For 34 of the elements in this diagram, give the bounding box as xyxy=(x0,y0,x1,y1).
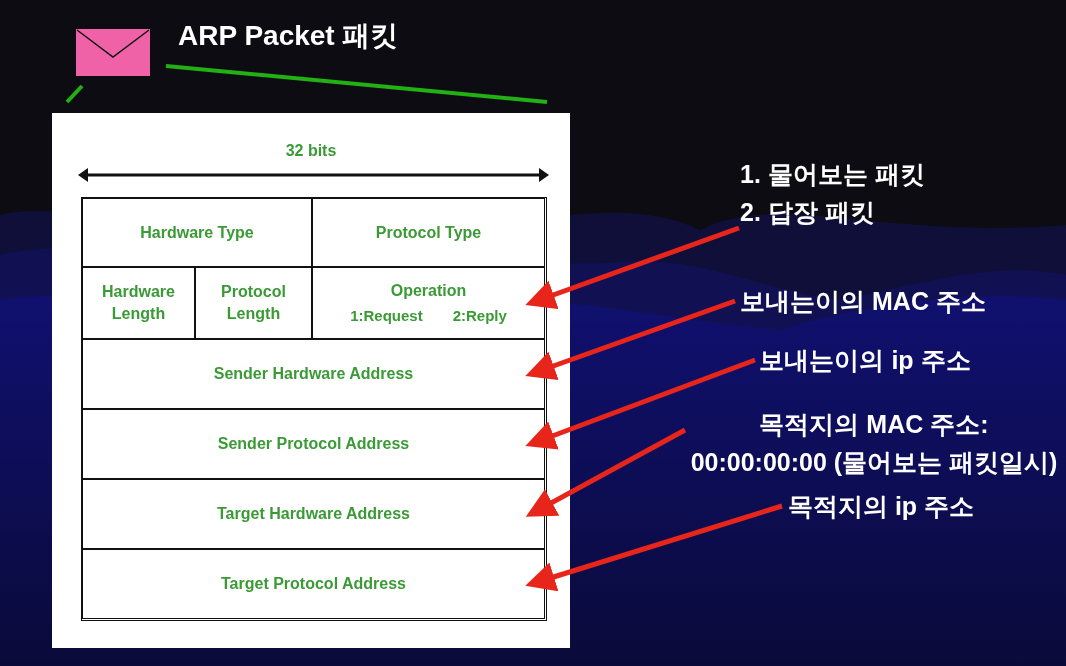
arrow xyxy=(525,298,736,381)
field-value: 1:Request xyxy=(350,305,423,326)
annotation-text: 보내는이의 MAC 주소 xyxy=(736,283,990,321)
annotation-text: 1. 물어보는 패킷 xyxy=(740,159,925,190)
field-name: Protocol Length xyxy=(220,282,287,324)
annotation-text: 목적지의 MAC 주소: xyxy=(759,409,989,440)
field-cell xyxy=(312,198,545,267)
field-name: Hardware Length xyxy=(101,282,176,324)
field-name: Operation xyxy=(390,281,467,302)
arrow xyxy=(525,427,687,517)
field-cell xyxy=(82,479,545,549)
annotation-text: 2. 답장 패킷 xyxy=(740,196,875,228)
field-cell xyxy=(82,267,195,339)
field-cell xyxy=(82,198,312,267)
field-name: Target Protocol Address xyxy=(221,574,406,595)
field-cell xyxy=(82,339,545,409)
arrow xyxy=(525,357,756,450)
diagram-title: ARP Packet 패킷 xyxy=(178,19,399,53)
field-cell xyxy=(312,267,545,339)
field-name: Protocol Type xyxy=(375,222,482,243)
field-name: Target Hardware Address xyxy=(217,504,410,525)
field-cell xyxy=(82,409,545,479)
arrow xyxy=(525,225,740,309)
field-cell xyxy=(82,549,545,619)
annotation-text: 목적지의 ip 주소 xyxy=(783,488,979,526)
field-name: Sender Protocol Address xyxy=(217,434,410,455)
dimension-label: 32 bits xyxy=(284,142,338,160)
field-name: Sender Hardware Address xyxy=(213,364,414,385)
annotation-text: 00:00:00:00 (물어보는 패킷일시) xyxy=(690,446,1058,478)
annotation-text: 보내는이의 ip 주소 xyxy=(756,342,974,380)
field-name: Hardware Type xyxy=(140,222,254,243)
field-cell xyxy=(195,267,312,339)
field-value: 2:Reply xyxy=(452,305,507,326)
arrow xyxy=(525,503,783,592)
